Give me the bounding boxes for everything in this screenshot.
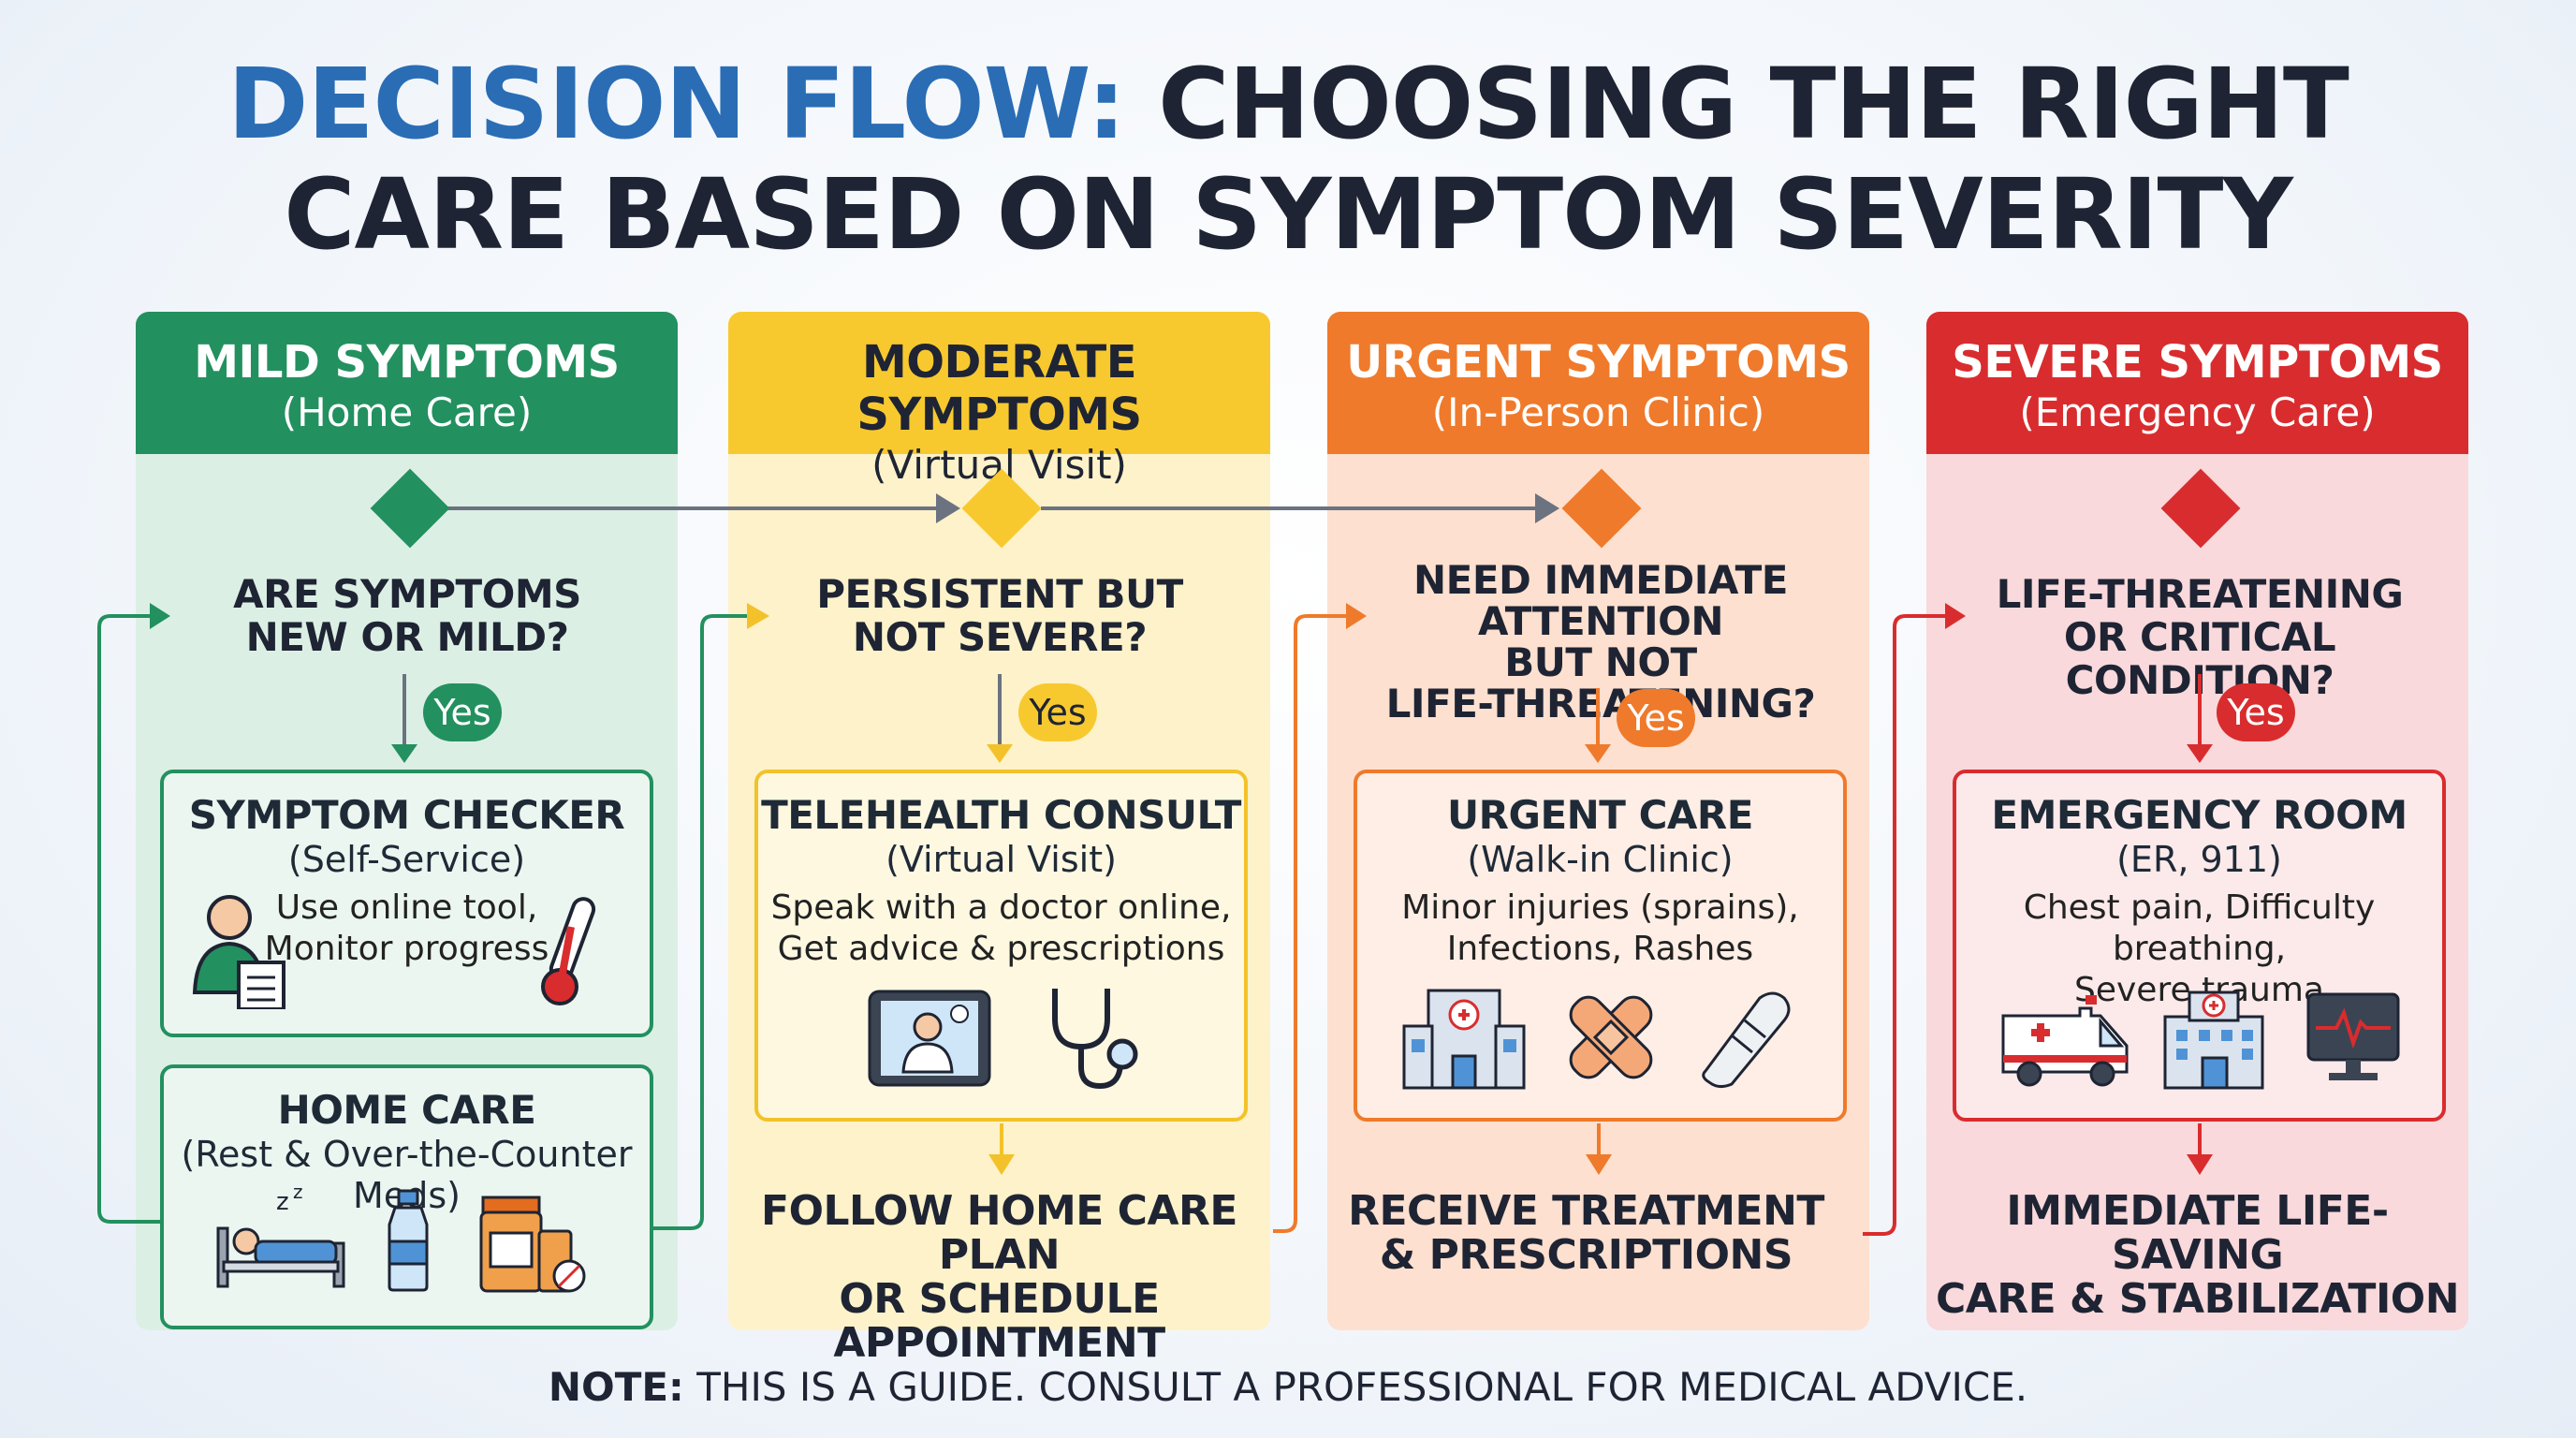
question-line: ARE SYMPTOMS xyxy=(233,571,581,617)
decision-question-mild: ARE SYMPTOMS NEW OR MILD? xyxy=(178,573,637,659)
box-subtitle: (Virtual Visit) xyxy=(886,839,1117,880)
column-heading: SEVERE SYMPTOMS xyxy=(1952,336,2443,389)
hospital-icon xyxy=(2163,990,2264,1090)
outcome-severe: IMMEDIATE LIFE-SAVING CARE & STABILIZATI… xyxy=(1926,1189,2468,1321)
outcome-line: IMMEDIATE LIFE-SAVING xyxy=(2006,1187,2389,1279)
column-header: MODERATE SYMPTOMS (Virtual Visit) xyxy=(728,312,1270,488)
box-subtitle: (Rest & Over-the-Counter Meds) xyxy=(181,1134,633,1216)
yes-arrow-moderate xyxy=(987,674,1013,763)
box-title: EMERGENCY ROOM xyxy=(1991,792,2408,838)
decision-diamond-mild xyxy=(370,468,450,549)
thermometer-icon xyxy=(541,897,596,1005)
svg-text:z: z xyxy=(293,1181,303,1203)
desc-line: Speak with a doctor online, xyxy=(770,888,1232,927)
outcome-line: OR SCHEDULE APPOINTMENT xyxy=(833,1275,1165,1367)
question-line: LIFE-THREATENING xyxy=(1996,571,2404,617)
medicine-bottle-icon xyxy=(479,1196,586,1293)
title-rest: CHOOSING THE RIGHT xyxy=(1158,47,2349,161)
disclaimer-note: NOTE: THIS IS A GUIDE. CONSULT A PROFESS… xyxy=(0,1363,2576,1412)
outcome-line: FOLLOW HOME CARE PLAN xyxy=(761,1187,1237,1279)
title-line-1: DECISION FLOW: CHOOSING THE RIGHT xyxy=(0,49,2576,159)
bed-sleep-icon: z z xyxy=(216,1181,345,1288)
page-title: DECISION FLOW: CHOOSING THE RIGHT CARE B… xyxy=(0,49,2576,270)
decision-question-moderate: PERSISTENT BUT NOT SEVERE? xyxy=(770,573,1229,659)
outcome-moderate: FOLLOW HOME CARE PLAN OR SCHEDULE APPOIN… xyxy=(728,1189,1270,1365)
loop-connector-moderate xyxy=(653,603,769,1230)
desc-line: Minor injuries (sprains), xyxy=(1401,888,1799,927)
yes-arrow-mild xyxy=(391,674,417,763)
outcome-urgent: RECEIVE TREATMENT & PRESCRIPTIONS xyxy=(1315,1189,1857,1277)
stethoscope-icon xyxy=(1052,989,1138,1090)
column-heading: URGENT SYMPTOMS xyxy=(1346,336,1851,389)
question-line: PERSISTENT BUT xyxy=(816,571,1183,617)
loop-connector-urgent xyxy=(1273,603,1367,1233)
desc-line: Infections, Rashes xyxy=(1446,930,1754,968)
down-arrow-severe xyxy=(2187,1123,2213,1175)
decision-diamond-severe xyxy=(2160,468,2241,549)
outcome-line: & PRESCRIPTIONS xyxy=(1379,1231,1793,1279)
telehealth-box: TELEHEALTH CONSULT (Virtual Visit) Speak… xyxy=(754,770,1248,1122)
note-text: THIS IS A GUIDE. CONSULT A PROFESSIONAL … xyxy=(683,1364,2028,1410)
svg-text:z: z xyxy=(276,1188,289,1216)
question-line: BUT NOT xyxy=(1504,639,1697,685)
column-subheading: (In-Person Clinic) xyxy=(1431,389,1765,435)
decision-question-urgent: NEED IMMEDIATE ATTENTION BUT NOT LIFE-TH… xyxy=(1339,560,1863,725)
title-line-2: CARE BASED ON SYMPTOM SEVERITY xyxy=(284,157,2293,271)
desc-line: Use online tool, xyxy=(275,888,538,927)
column-header: SEVERE SYMPTOMS (Emergency Care) xyxy=(1926,312,2468,454)
box-description: Use online tool, Monitor progress xyxy=(164,888,650,970)
yes-arrow-severe xyxy=(2187,674,2213,763)
question-line: NOT SEVERE? xyxy=(852,614,1148,660)
yes-badge: Yes xyxy=(1018,683,1097,741)
decision-diamond-urgent xyxy=(1561,468,1642,549)
bandage-icon xyxy=(1569,995,1653,1079)
tablet-doctor-icon xyxy=(868,990,991,1087)
heart-monitor-icon xyxy=(2306,992,2400,1080)
cast-icon xyxy=(1702,991,1791,1089)
question-line: LIFE-THREATENING? xyxy=(1385,681,1816,726)
yes-badge: Yes xyxy=(1617,689,1695,747)
doctor-clipboard-icon xyxy=(192,895,285,1009)
down-arrow-moderate xyxy=(988,1123,1015,1175)
desc-line: Get advice & prescriptions xyxy=(777,930,1225,968)
water-bottle-icon xyxy=(388,1189,429,1292)
column-header: MILD SYMPTOMS (Home Care) xyxy=(136,312,678,454)
note-label: NOTE: xyxy=(548,1364,684,1410)
question-line: NEW OR MILD? xyxy=(245,614,569,660)
box-subtitle: (Self-Service) xyxy=(287,839,526,880)
box-subtitle: (Walk-in Clinic) xyxy=(1467,839,1734,880)
question-line: NEED IMMEDIATE ATTENTION xyxy=(1413,557,1789,644)
desc-line: Monitor progress xyxy=(264,930,549,968)
column-header: URGENT SYMPTOMS (In-Person Clinic) xyxy=(1327,312,1869,454)
clinic-building-icon xyxy=(1402,989,1526,1090)
box-description: Speak with a doctor online, Get advice &… xyxy=(758,888,1244,970)
ambulance-icon xyxy=(2001,995,2129,1087)
box-title: URGENT CARE xyxy=(1447,792,1753,838)
box-title: TELEHEALTH CONSULT xyxy=(761,792,1241,838)
desc-line: Chest pain, Difficulty breathing, xyxy=(2023,888,2376,968)
top-flow-arrow xyxy=(442,493,1559,523)
box-title: SYMPTOM CHECKER xyxy=(188,792,625,838)
yes-arrow-urgent xyxy=(1585,688,1611,763)
column-heading: MODERATE SYMPTOMS xyxy=(856,336,1142,441)
down-arrow-urgent xyxy=(1586,1123,1612,1175)
yes-badge: Yes xyxy=(423,683,502,741)
title-highlight: DECISION FLOW: xyxy=(227,47,1126,161)
loop-connector-severe xyxy=(1863,603,1966,1236)
box-subtitle: (ER, 911) xyxy=(2116,839,2282,880)
column-subheading: (Home Care) xyxy=(281,389,533,435)
yes-badge: Yes xyxy=(2217,683,2295,741)
box-description: Minor injuries (sprains), Infections, Ra… xyxy=(1357,888,1843,970)
loop-connector-mild xyxy=(97,603,170,1224)
outcome-line: RECEIVE TREATMENT xyxy=(1348,1187,1824,1235)
column-heading: MILD SYMPTOMS xyxy=(194,336,620,389)
outcome-line: CARE & STABILIZATION xyxy=(1935,1275,2460,1323)
column-subheading: (Emergency Care) xyxy=(2019,389,2376,435)
decision-diamond-moderate xyxy=(961,468,1042,549)
box-title: HOME CARE xyxy=(277,1087,536,1133)
